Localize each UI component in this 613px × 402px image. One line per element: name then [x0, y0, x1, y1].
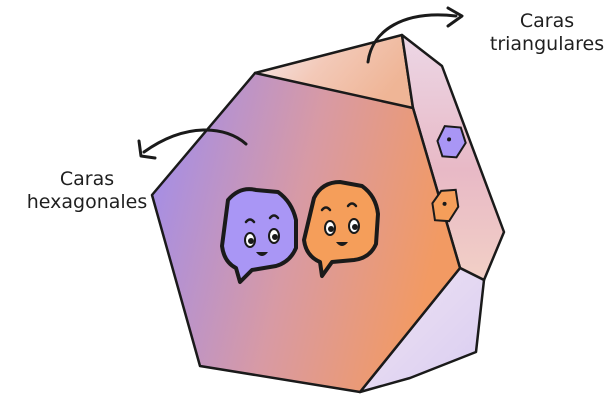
label-hexagonal-line1: Caras — [59, 168, 115, 190]
label-hexagonal-faces: Caras hexagonales — [20, 168, 154, 214]
label-triangular-line2: triangulares — [489, 33, 605, 55]
purple-mascot-icon — [220, 187, 298, 284]
arrow-curved-icon — [137, 128, 248, 160]
orange-mascot-icon — [302, 180, 380, 278]
label-hexagonal-line2: hexagonales — [26, 191, 148, 213]
label-triangular-faces: Caras triangulares — [486, 10, 608, 56]
side-mascots — [431, 125, 467, 223]
arrow-curved-icon — [366, 6, 464, 64]
label-triangular-line1: Caras — [519, 10, 575, 32]
